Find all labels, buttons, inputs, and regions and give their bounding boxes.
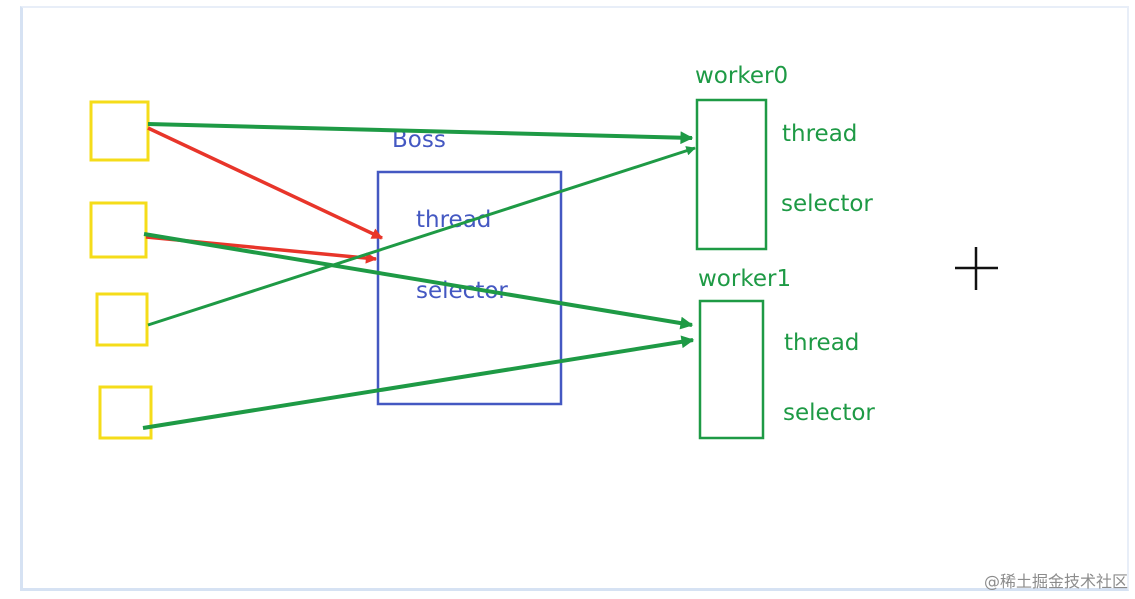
crosshair-cursor-icon bbox=[955, 247, 998, 290]
client-box-1 bbox=[89, 100, 150, 162]
worker0-selector-label: selector bbox=[781, 191, 873, 217]
worker1-title: worker1 bbox=[698, 266, 791, 292]
worker0-title: worker0 bbox=[695, 63, 788, 89]
dispatch-arrow-client3-to-worker0 bbox=[147, 146, 696, 327]
accept-arrow-client1-to-boss bbox=[147, 126, 384, 240]
worker1-selector-label: selector bbox=[783, 400, 875, 426]
boss-thread-label: thread bbox=[416, 207, 491, 233]
worker1-thread-label: thread bbox=[784, 330, 859, 356]
dispatch-arrow-client4-to-worker1 bbox=[142, 335, 695, 430]
worker0-box bbox=[695, 98, 768, 251]
client-box-4 bbox=[98, 385, 153, 440]
worker1-box bbox=[698, 299, 765, 440]
boss-box bbox=[376, 170, 563, 406]
dispatch-arrow-client2-to-worker1 bbox=[143, 232, 694, 330]
dispatch-arrow-client1-to-worker0 bbox=[147, 122, 694, 145]
watermark: @稀土掘金技术社区 bbox=[984, 572, 1128, 591]
client-box-2 bbox=[89, 201, 148, 259]
canvas-frame bbox=[20, 6, 1129, 591]
worker0-thread-label: thread bbox=[782, 121, 857, 147]
client-box-3 bbox=[95, 292, 149, 347]
